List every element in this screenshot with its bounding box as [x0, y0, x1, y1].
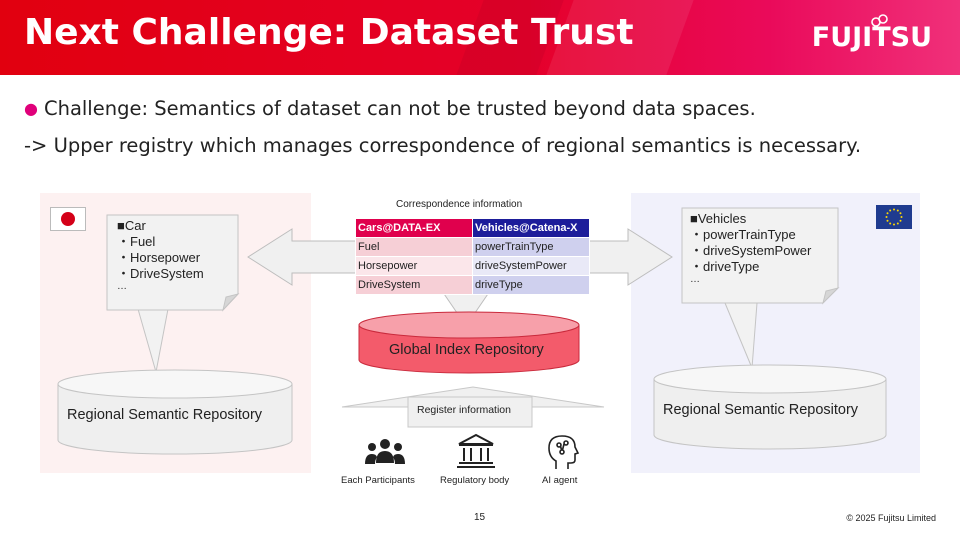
table-cell: DriveSystem	[355, 275, 473, 295]
right-callout-pointer	[724, 302, 758, 369]
callout-line: …	[117, 281, 127, 292]
ai-head-icon	[548, 435, 580, 469]
right-callout-text: ■Vehicles ・powerTrainType ・driveSystemPo…	[690, 211, 811, 285]
right-repo-cylinder	[653, 379, 887, 450]
correspondence-table: Cars@DATA-EX Vehicles@Catena-X Fuel powe…	[355, 218, 590, 295]
left-repo-label: Regional Semantic Repository	[67, 407, 263, 423]
table-row: Horsepower driveSystemPower	[355, 256, 590, 276]
bullet-icon: ●	[24, 99, 38, 118]
register-label: Register information	[417, 404, 511, 416]
column-header: Cars@DATA-EX	[355, 218, 473, 238]
left-callout-pointer	[137, 308, 169, 373]
people-icon	[365, 439, 405, 464]
left-callout-text: ■Car ・Fuel ・Horsepower ・DriveSystem …	[117, 218, 204, 292]
challenge-line: Challenge: Semantics of dataset can not …	[43, 97, 756, 120]
callout-line: ・driveSystemPower	[690, 243, 812, 258]
callout-line: …	[690, 274, 700, 285]
copyright: © 2025 Fujitsu Limited	[846, 513, 936, 523]
right-repo-label: Regional Semantic Repository	[663, 402, 859, 418]
slide-title: Next Challenge: Dataset Trust	[24, 12, 634, 53]
left-callout-fold	[222, 293, 240, 312]
fujitsu-logo: FUJITSU	[811, 22, 932, 53]
actor-label: Each Participants	[341, 475, 415, 486]
column-header: Vehicles@Catena-X	[472, 218, 590, 238]
table-cell: driveSystemPower	[472, 256, 590, 276]
page-number: 15	[474, 512, 486, 523]
fujitsu-infinity-icon	[871, 14, 888, 27]
callout-line: ・driveType	[690, 259, 760, 274]
eu-flag-icon	[876, 205, 912, 229]
table-row: DriveSystem driveType	[355, 275, 590, 295]
japan-flag-icon	[50, 207, 86, 231]
table-cell: powerTrainType	[472, 237, 590, 257]
global-repo-top	[358, 311, 580, 339]
correspondence-caption: Correspondence information	[396, 199, 523, 210]
table-row: Fuel powerTrainType	[355, 237, 590, 257]
global-repo-label: Global Index Repository	[389, 342, 544, 358]
left-repo-top	[57, 369, 293, 399]
registry-text: -> Upper registry which manages correspo…	[24, 134, 862, 157]
actor-label: Regulatory body	[440, 475, 510, 486]
callout-line: ・powerTrainType	[690, 227, 796, 242]
table-cell: Horsepower	[355, 256, 473, 276]
callout-line: ■Car	[117, 218, 146, 233]
challenge-text: ● Challenge: Semantics of dataset can not…	[24, 97, 756, 120]
title-bar	[0, 0, 960, 75]
callout-line: ・Fuel	[117, 234, 156, 249]
global-repo-cylinder	[358, 325, 580, 374]
register-box	[407, 396, 533, 428]
callout-line: ■Vehicles	[690, 211, 747, 226]
table-cell: Fuel	[355, 237, 473, 257]
building-icon	[457, 433, 495, 468]
table-header-row: Cars@DATA-EX Vehicles@Catena-X	[355, 218, 590, 238]
callout-line: ・DriveSystem	[117, 266, 204, 281]
table-cell: driveType	[472, 275, 590, 295]
right-callout-fold	[822, 287, 840, 305]
left-repo-cylinder	[57, 384, 293, 455]
callout-line: ・Horsepower	[117, 250, 201, 265]
right-repo-top	[653, 364, 887, 394]
actor-label: AI agent	[542, 475, 578, 486]
